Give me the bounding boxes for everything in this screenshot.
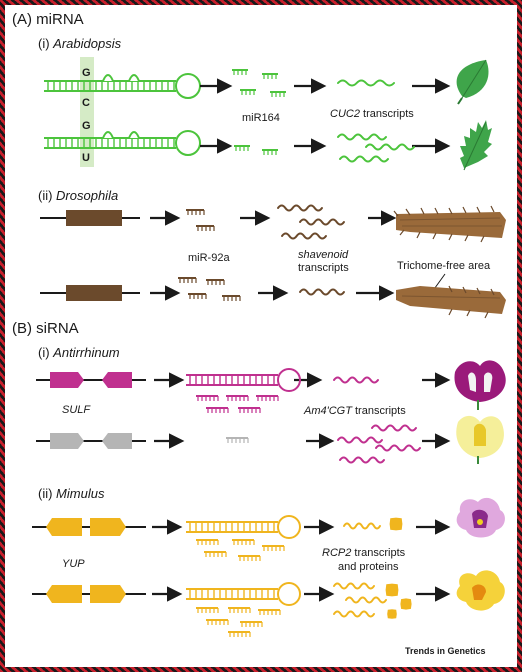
shavenoid-transcripts [277,204,345,296]
transcript [365,143,415,151]
antirrhinum-sirnas [196,395,279,443]
arabidopsis-arrows [200,78,451,154]
transcript [339,456,385,464]
gene-block [50,372,84,388]
gene-block [46,518,82,536]
rcp2-label-2: and proteins [338,561,399,573]
yellow-flower-icon [456,570,505,611]
transcript [339,155,389,163]
cuc2-transcripts [337,79,415,163]
hairpin-loop [175,130,201,156]
am4cgt-label: Am4'CGT transcripts [303,405,406,417]
transcript [299,288,345,296]
shavenoid-label-1: shavenoid [298,249,349,261]
mimulus-arrows [152,519,451,602]
rounded-leaf-icon [456,59,489,105]
arabidopsis-label: (i) Arabidopsis [38,36,122,51]
gene-block [90,585,126,603]
am4cgt-transcripts [333,376,421,464]
gene-block [50,433,84,449]
gene-block [102,372,132,388]
gene-block [46,585,82,603]
protein-blob [387,609,397,619]
allele-u: U [82,152,90,164]
mimulus-sirnas [196,539,285,637]
mimulus-label: (ii) Mimulus [38,486,105,501]
yup-loci [32,518,146,603]
section-b-title: (B) siRNA [12,320,79,337]
protein-blob [385,583,399,597]
drosophila-label: (ii) Drosophila [38,188,118,203]
transcript [299,218,345,226]
transcript [337,133,387,141]
transcript [375,444,421,452]
pink-flower-icon [456,497,505,538]
gene-block [66,285,122,301]
arabidopsis-hairpin-1 [44,73,201,99]
transcript [371,424,417,432]
drosophila-genes [40,210,140,301]
transcript [333,376,379,384]
section-a-title: (A) miRNA [12,11,84,28]
drosophila-arrows [150,210,397,301]
transcript [345,596,387,604]
gene-block [102,433,132,449]
antirrhinum-hairpin [186,368,301,392]
transcript [343,522,381,530]
transcript [277,204,323,212]
protein-blob [389,517,403,531]
transcript [281,232,327,240]
yellow-flower-icon [456,415,504,464]
allele-g-2: G [82,120,91,132]
allele-g-1: G [82,67,91,79]
shavenoid-label-2: transcripts [298,262,349,274]
bulge [128,131,140,139]
transcript [337,436,383,444]
hairy-leg-icon [393,205,506,243]
serrated-leaf-icon [460,120,492,171]
hairpin-loop [175,73,201,99]
gene-block [90,518,126,536]
rcp2-label-1: RCP2 transcripts [322,547,406,559]
bulge [128,74,140,82]
mimulus-hairpins [186,515,301,606]
cuc2-label: CUC2 transcripts [330,108,414,120]
hairpin-loop [277,582,301,606]
mir92a-label: miR-92a [188,252,230,264]
arabidopsis-hairpin-2 [44,130,201,156]
mir92a-duplexes [178,209,241,301]
bulge [102,131,114,139]
rcp2-transcripts [333,517,412,619]
hairpin-loop [277,515,301,539]
transcript [333,610,375,618]
smooth-leg-icon [396,285,506,319]
allele-c: C [82,97,90,109]
gene-block [66,210,122,226]
mir164-label: miR164 [242,112,280,124]
antirrhinum-label: (i) Antirrhinum [38,345,120,360]
antirrhinum-arrows [154,372,451,449]
transcript [333,582,375,590]
yup-label: YUP [62,558,85,570]
sulf-label: SULF [62,404,91,416]
magenta-flower-icon [454,360,506,410]
transcript [337,79,395,87]
hairpin-loop [277,368,301,392]
bulge [102,74,114,82]
trichome-free-label: Trichome-free area [397,260,491,272]
protein-blob [400,598,412,610]
mir164-duplexes [232,69,286,155]
brand-label: Trends in Genetics [405,646,486,656]
sulf-loci [36,372,146,449]
